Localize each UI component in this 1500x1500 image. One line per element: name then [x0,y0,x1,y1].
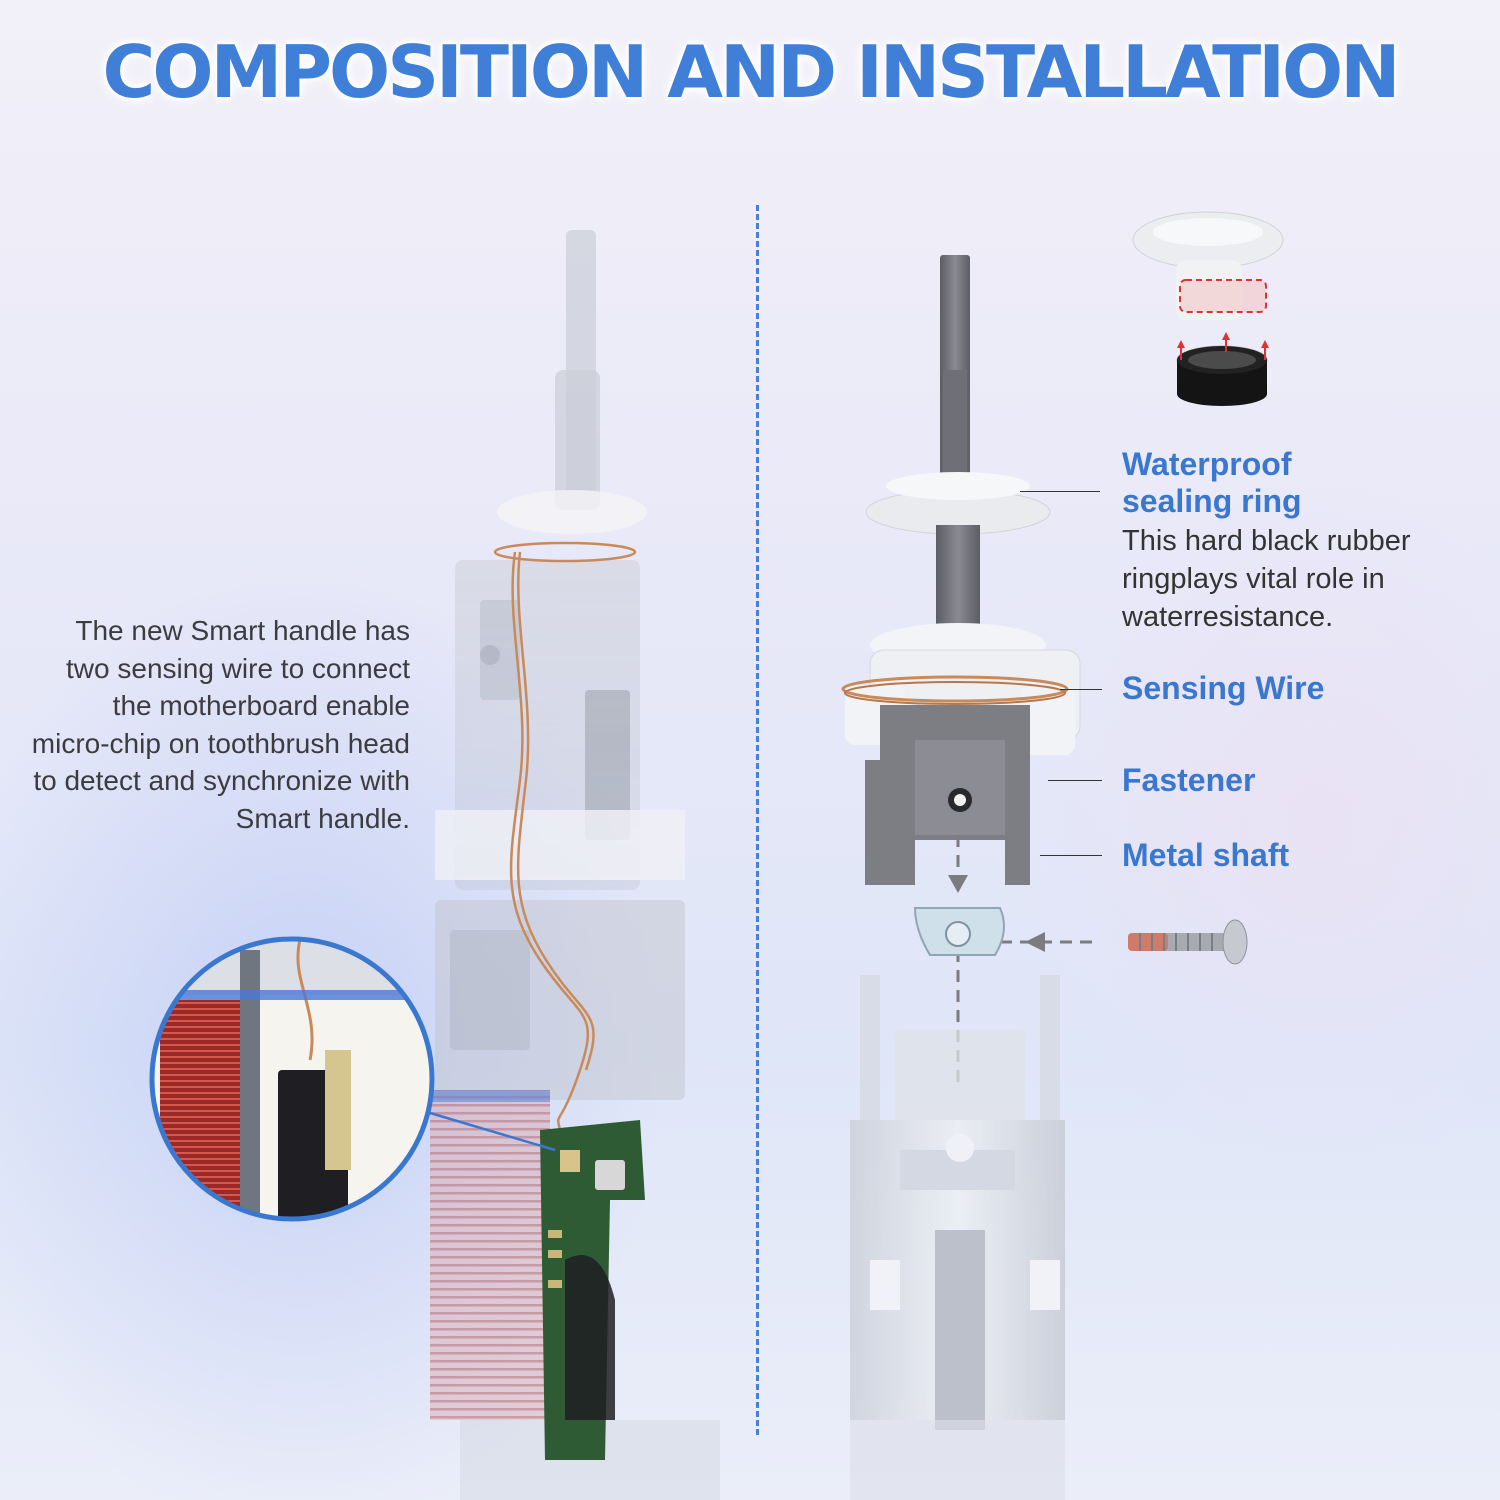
label-sealing-ring-desc-3: waterresistance. [1122,601,1334,633]
label-sealing-ring-title-1: Waterproof [1122,446,1292,482]
label-sensing-wire: Sensing Wire [1122,670,1325,706]
install-arrows [956,835,1100,1090]
metal-shaft-assembly [841,255,1081,885]
label-sealing-ring-title-2: sealing ring [1122,483,1302,519]
label-sealing-ring-desc-1: This hard black rubber [1122,525,1411,557]
left-description: The new Smart handle has two sensing wir… [31,615,410,834]
dashed-divider [756,205,759,1435]
screw [1128,919,1248,965]
leader-line-metal-shaft [1040,855,1102,856]
zoom-inset-border [149,936,435,1222]
sealing-ring-detail [1132,211,1284,406]
label-metal-shaft: Metal shaft [1122,837,1290,873]
arrow-down-head [948,875,968,893]
label-sealing-ring-desc-2: ringplays vital role in [1122,563,1385,595]
handle-base-faded [850,975,1065,1500]
leader-line-sealing-ring [1020,491,1100,492]
fastener-nut [913,907,1005,956]
label-fastener: Fastener [1122,762,1256,798]
leader-line-fastener [1048,780,1102,781]
arrow-left-head [1025,932,1045,952]
leader-line-sensing-wire [1060,689,1102,690]
copper-wire-left [493,541,637,1131]
page-title: COMPOSITION AND INSTALLATION [102,30,1401,114]
pcb-board [540,1120,645,1460]
